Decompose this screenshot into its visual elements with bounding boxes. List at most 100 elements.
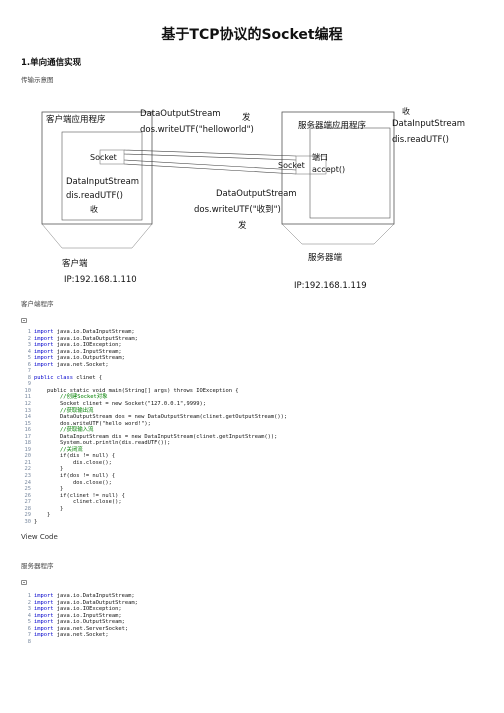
- code-text: java.io.OutputStream;: [53, 355, 125, 362]
- server-heading: 服务器程序: [21, 562, 54, 570]
- code-text: dos.writeUTF("hello word!");: [34, 420, 151, 427]
- client-box: [41, 111, 153, 225]
- code-keyword: import: [34, 329, 54, 335]
- client-ip: IP:192.168.1.110: [64, 275, 137, 285]
- top-call-label: dos.writeUTF("helloworld"): [140, 125, 254, 135]
- line-number: 4: [27, 348, 31, 355]
- bottom-stream-label: DataOutputStream: [216, 189, 297, 199]
- code-text: System.out.println(dis.readUTF());: [34, 440, 171, 447]
- code-text: dis.close();: [34, 459, 112, 466]
- page-title: 基于TCP协议的Socket编程: [161, 27, 343, 43]
- line-number: 10: [24, 387, 32, 394]
- code-keyword: import: [34, 335, 54, 342]
- code-line: 24 dos.close();: [21, 480, 287, 487]
- line-number: 15: [24, 420, 32, 427]
- code-text: java.io.IOException;: [53, 606, 122, 613]
- server-inner-box: [309, 127, 391, 219]
- code-text: java.io.InputStream;: [53, 348, 122, 355]
- copy-code-icon[interactable]: [21, 580, 27, 585]
- code-line: 14 DataOutputStream dos = new DataOutput…: [21, 414, 288, 421]
- code-text: java.net.Socket;: [53, 361, 109, 368]
- code-text: }: [34, 512, 51, 519]
- code-text: if(dos != null) {: [34, 473, 116, 480]
- line-number: 16: [24, 427, 32, 434]
- server-socket-label: Socket: [278, 161, 305, 170]
- code-line: 12 Socket clinet = new Socket("127.0.0.1…: [21, 401, 287, 408]
- line-number: 12: [24, 401, 32, 408]
- line-number: 26: [24, 492, 32, 499]
- code-line: 28 }: [21, 506, 287, 513]
- code-text: if(dis != null) {: [34, 453, 116, 460]
- code-text: if(clinet != null) {: [34, 492, 125, 499]
- code-keyword: import: [34, 632, 54, 639]
- line-number: 18: [24, 440, 32, 447]
- line-number: 7: [27, 368, 31, 375]
- code-line: 22 }: [21, 466, 287, 473]
- view-code-link[interactable]: View Code: [21, 533, 58, 541]
- line-number: 11: [24, 394, 32, 401]
- line-number: 6: [27, 625, 31, 632]
- code-line: 10 public static void main(String[] args…: [21, 388, 287, 395]
- code-text: }: [34, 505, 64, 512]
- server-app-label: 服务器端应用程序: [298, 120, 367, 131]
- code-line: 29 }: [21, 512, 287, 519]
- diagram-caption: 传输示意图: [21, 76, 54, 84]
- line-number: 29: [24, 512, 32, 519]
- code-text: }: [34, 466, 64, 473]
- accept-label: accept(): [312, 165, 345, 174]
- code-line: 25 }: [21, 486, 287, 493]
- code-text: dos.close();: [34, 479, 112, 486]
- code-text: }: [34, 518, 38, 525]
- code-line: 21 dis.close();: [21, 460, 287, 467]
- code-text: java.net.ServerSocket;: [53, 625, 129, 632]
- line-number: 3: [27, 342, 31, 349]
- code-keyword: import: [34, 612, 54, 619]
- code-keyword: public class: [34, 374, 73, 381]
- code-text: clinet.close();: [34, 499, 122, 506]
- code-keyword: import: [34, 361, 54, 368]
- line-number: 3: [27, 606, 31, 613]
- client-name: 客户端: [62, 258, 88, 269]
- copy-code-icon[interactable]: [21, 318, 27, 323]
- code-line: 26 if(clinet != null) {: [21, 493, 287, 500]
- client-heading: 客户端程序: [21, 300, 54, 308]
- code-keyword: import: [34, 625, 54, 632]
- client-app-label: 客户端应用程序: [46, 114, 106, 125]
- code-text: //获取输出流: [34, 407, 94, 414]
- line-number: 4: [27, 612, 31, 619]
- line-number: 5: [27, 619, 31, 626]
- code-text: //获取输入流: [34, 427, 94, 434]
- line-number: 1: [27, 329, 31, 335]
- line-number: 25: [24, 486, 32, 493]
- code-keyword: import: [34, 599, 54, 606]
- code-text: java.net.Socket;: [53, 632, 109, 639]
- code-keyword: import: [34, 593, 54, 599]
- top-stream-label: DataOutputStream: [140, 109, 221, 119]
- line-number: 8: [27, 638, 31, 645]
- code-text: //关闭流: [34, 446, 83, 453]
- left-receive-label: 收: [90, 204, 98, 214]
- line-number: 14: [24, 414, 32, 421]
- line-number: 30: [24, 518, 32, 525]
- code-text: java.io.DataOutputStream;: [53, 599, 138, 606]
- code-text: Socket clinet = new Socket("127.0.0.1",9…: [34, 401, 207, 408]
- code-line: 7: [21, 368, 287, 375]
- code-line: 13 //获取输出流: [21, 408, 287, 415]
- line-number: 9: [27, 381, 31, 388]
- socket-diagram: 客户端应用程序 服务器端应用程序 Socket Socket 端口 accept…: [41, 106, 465, 291]
- line-number: 28: [24, 505, 32, 512]
- code-line: 9: [21, 381, 287, 388]
- line-number: 13: [24, 407, 32, 414]
- code-text: }: [34, 486, 64, 493]
- code-text: java.io.DataOutputStream;: [53, 335, 138, 342]
- connection-line-top: [123, 149, 297, 157]
- code-text: public static void main(String[] args) t…: [34, 387, 239, 394]
